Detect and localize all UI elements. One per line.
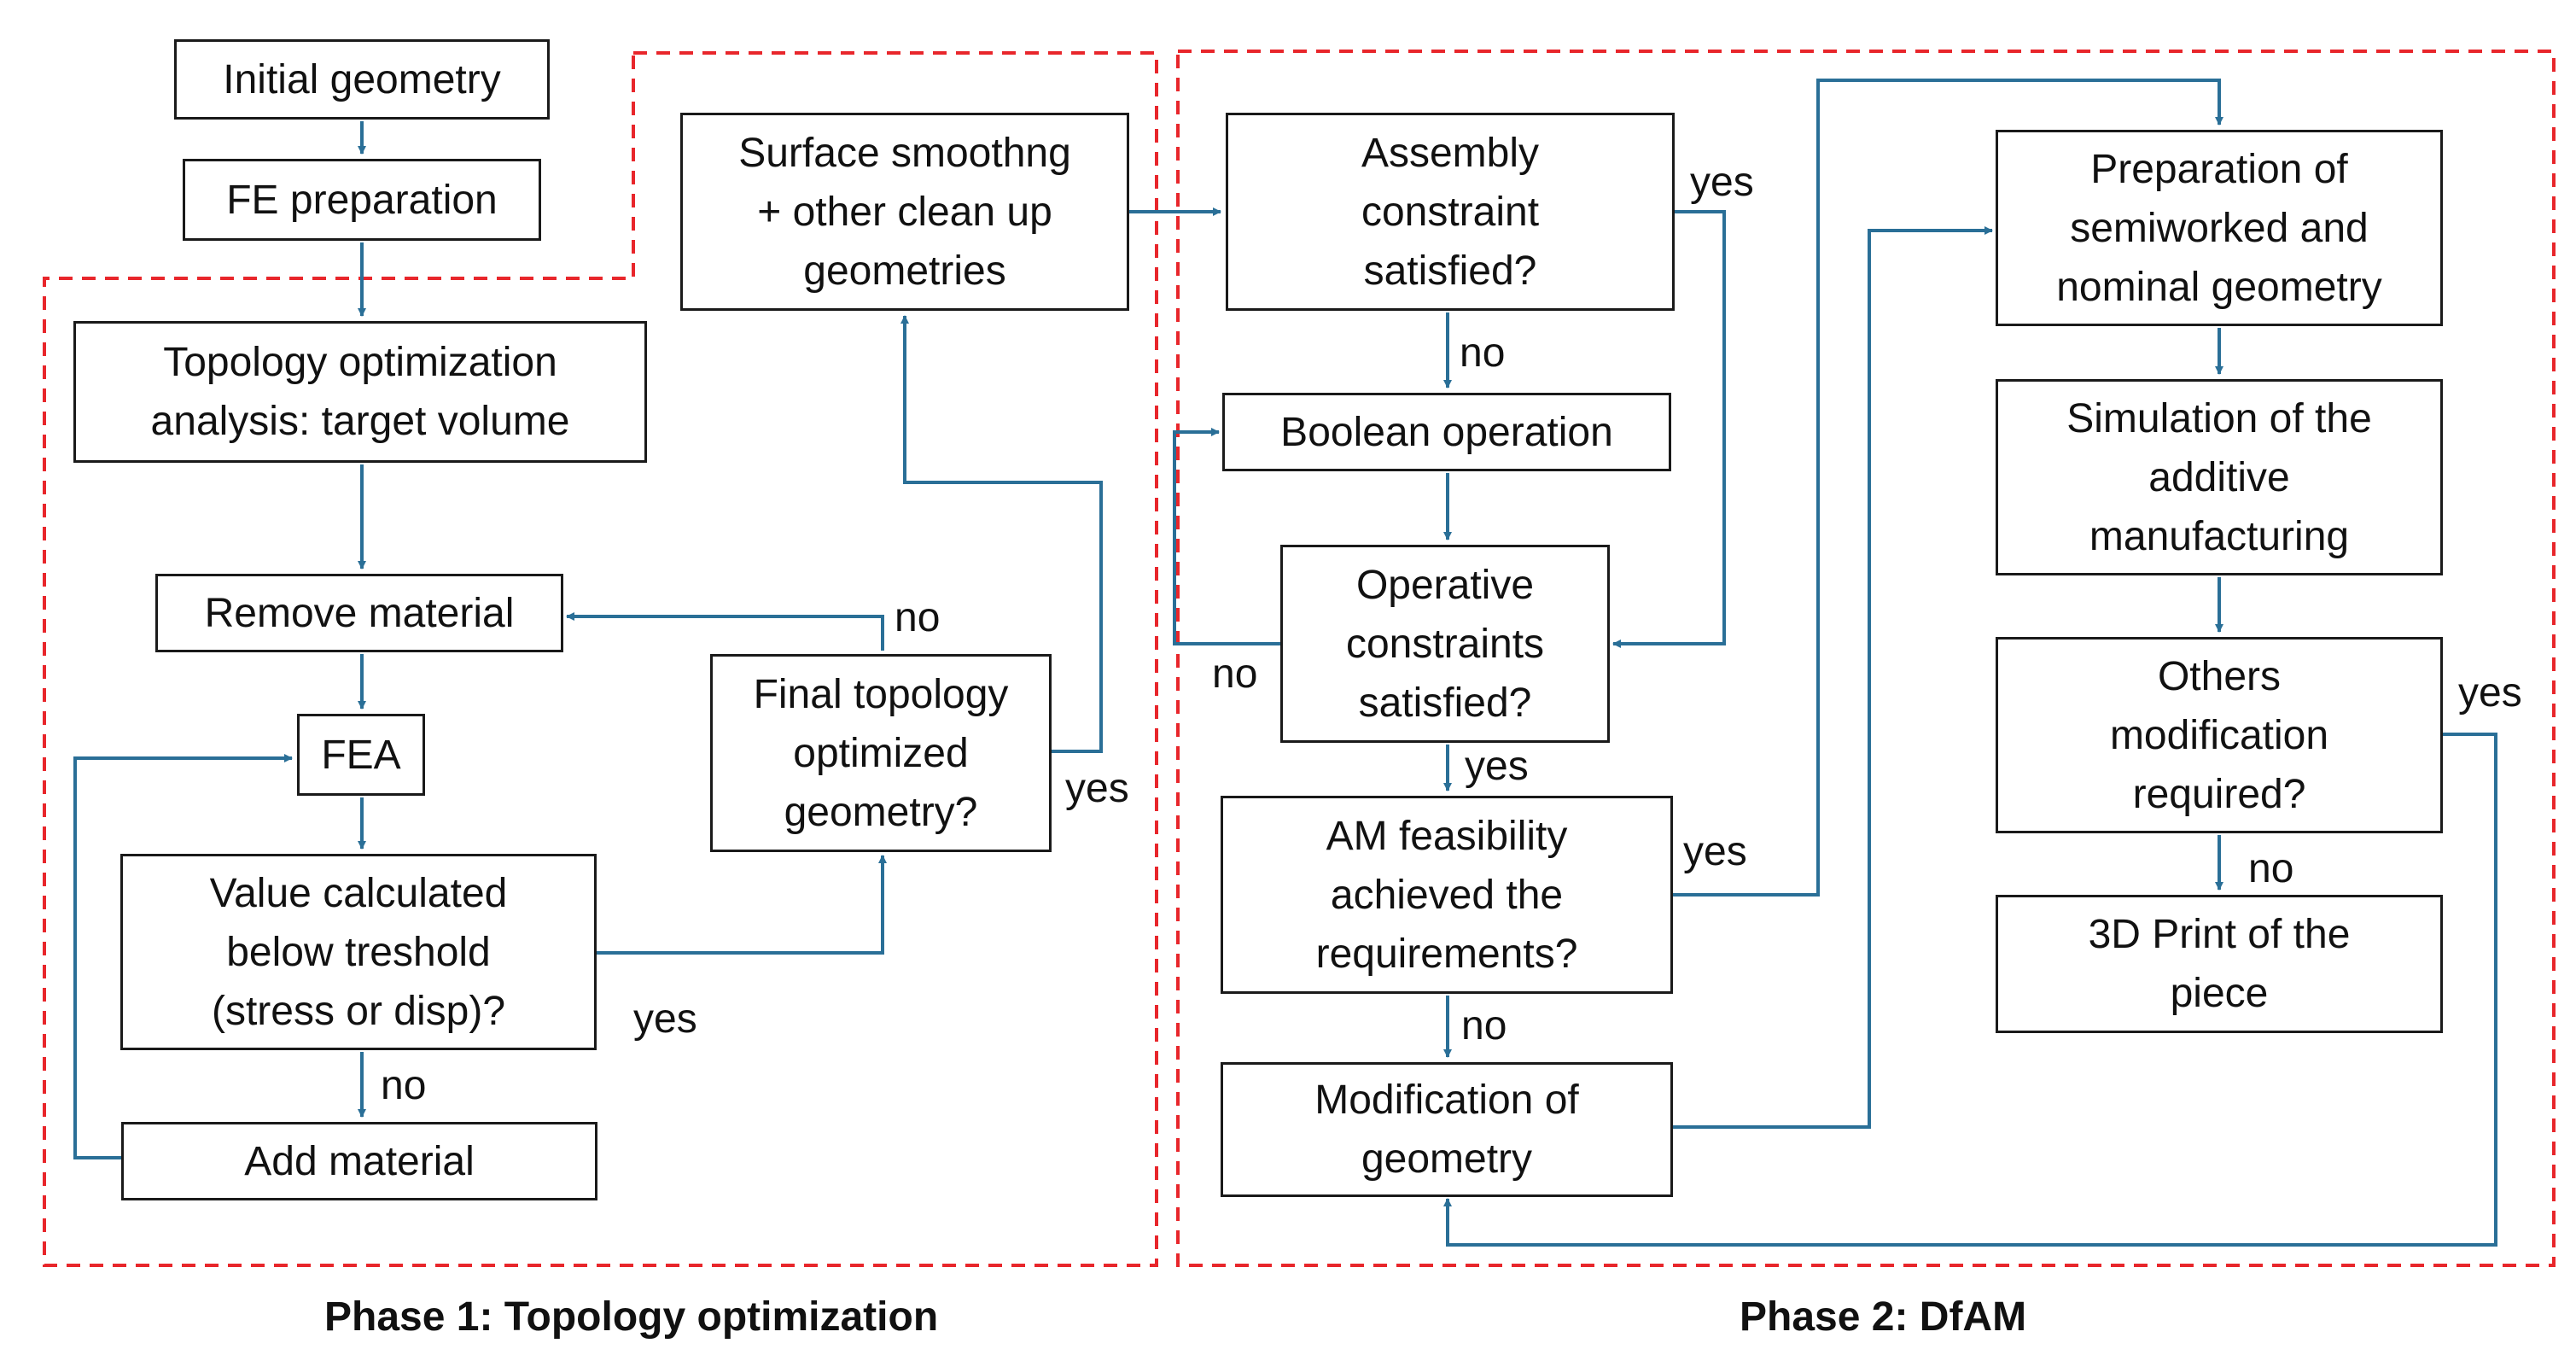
label-final-no: no bbox=[895, 595, 941, 640]
node-simulation-additive: Simulation of the additive manufacturing bbox=[1996, 379, 2443, 575]
edge-final-to-remove bbox=[566, 612, 884, 651]
node-topology-analysis: Topology optimization analysis: target v… bbox=[73, 321, 647, 463]
node-remove-material: Remove material bbox=[155, 574, 563, 652]
phase2-boundary bbox=[1176, 50, 2556, 1267]
label-operative-no: no bbox=[1212, 651, 1258, 697]
node-print-piece: 3D Print of the piece bbox=[1996, 895, 2443, 1033]
node-value-calculated: Value calculated below treshold (stress … bbox=[120, 854, 597, 1050]
edge-others-to-modification bbox=[1443, 733, 2497, 1247]
node-add-material: Add material bbox=[121, 1122, 597, 1200]
node-surface-smoothing: Surface smoothng + other clean up geomet… bbox=[680, 113, 1129, 311]
node-modification-geometry: Modification of geometry bbox=[1221, 1062, 1673, 1197]
edge-final-to-surface bbox=[900, 315, 1103, 753]
node-am-feasibility: AM feasibility achieved the requirements… bbox=[1221, 796, 1673, 994]
node-preparation-semiworked: Preparation of semiworked and nominal ge… bbox=[1996, 130, 2443, 326]
node-fea: FEA bbox=[297, 714, 425, 796]
edge-modification-to-preparation bbox=[1673, 226, 1993, 1129]
label-am-no: no bbox=[1461, 1003, 1507, 1048]
label-assembly-no: no bbox=[1460, 330, 1506, 376]
label-assembly-yes: yes bbox=[1690, 160, 1754, 205]
label-am-yes: yes bbox=[1683, 829, 1747, 874]
node-assembly-constraint: Assembly constraint satisfied? bbox=[1226, 113, 1675, 311]
edge-value-to-final bbox=[597, 855, 887, 955]
label-value-yes: yes bbox=[633, 996, 697, 1042]
label-final-yes: yes bbox=[1065, 766, 1129, 811]
label-others-no: no bbox=[2248, 846, 2294, 891]
node-final-topology: Final topology optimized geometry? bbox=[710, 654, 1052, 852]
node-initial-geometry: Initial geometry bbox=[174, 39, 550, 120]
edge-add-to-fea bbox=[73, 754, 293, 1159]
node-fe-preparation: FE preparation bbox=[183, 159, 541, 241]
node-boolean-operation: Boolean operation bbox=[1222, 393, 1671, 471]
edge-assembly-to-operative bbox=[1612, 210, 1726, 648]
label-value-no: no bbox=[381, 1063, 427, 1108]
label-others-yes: yes bbox=[2458, 670, 2522, 715]
phase2-title: Phase 2: DfAM bbox=[1740, 1294, 2027, 1340]
phase1-title: Phase 1: Topology optimization bbox=[324, 1294, 939, 1340]
edge-am-to-preparation bbox=[1673, 79, 2223, 897]
node-others-modification: Others modification required? bbox=[1996, 637, 2443, 833]
edge-operative-to-boolean bbox=[1173, 428, 1280, 645]
label-operative-yes: yes bbox=[1465, 744, 1529, 789]
node-operative-constraints: Operative constraints satisfied? bbox=[1280, 545, 1610, 743]
phase1-boundary bbox=[43, 51, 1158, 1267]
